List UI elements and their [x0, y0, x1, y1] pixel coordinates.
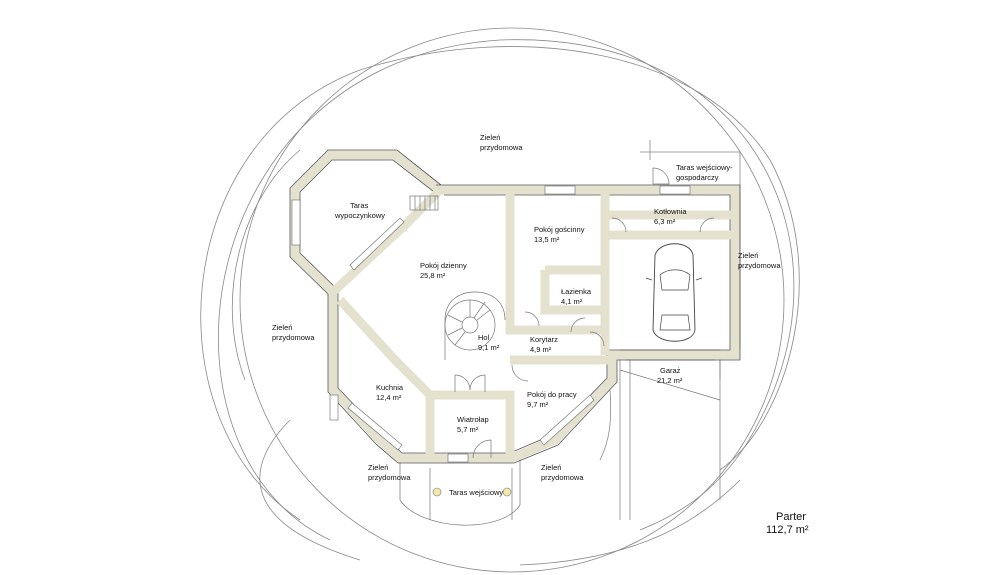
lamp-icon [432, 487, 442, 497]
floor-area: 112,7 m² [766, 524, 809, 536]
entrance-terrace [399, 458, 521, 526]
inner-walls [329, 186, 735, 458]
spiral-staircase [444, 291, 506, 360]
room-label-taras-wejsciowy: Taras wejściowy [449, 488, 503, 497]
doors [454, 167, 715, 459]
car-icon [645, 243, 703, 342]
floor-name: Parter [776, 511, 806, 523]
lamp-icon [502, 487, 512, 497]
windows [291, 185, 691, 463]
terrace-steps [409, 195, 439, 211]
room-label-taras-wejsciowy-gospodarczy: Taras wejściowy-gospodarczy [676, 163, 733, 182]
floor-summary: Parter 112,7 m² [766, 511, 809, 536]
